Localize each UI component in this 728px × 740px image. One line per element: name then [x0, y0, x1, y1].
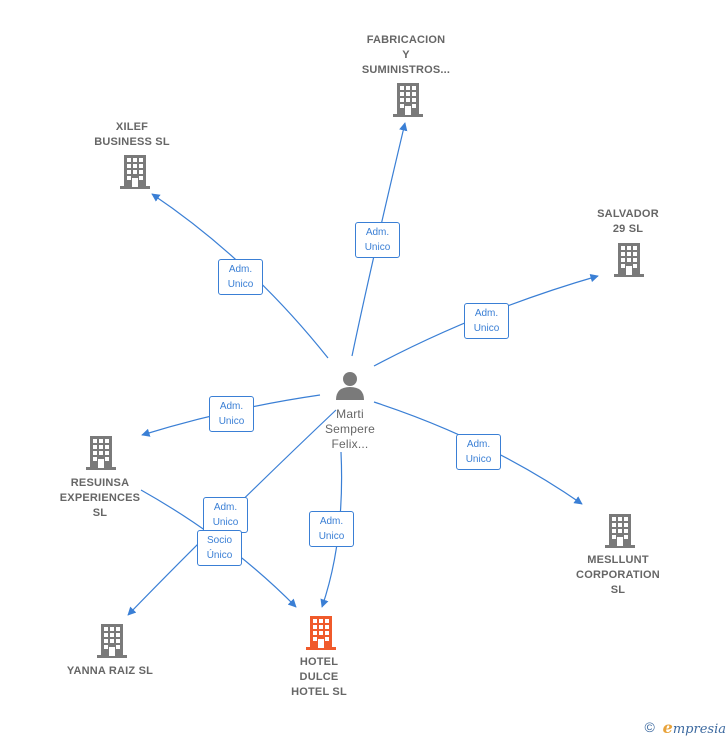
person-icon[interactable]	[336, 372, 364, 400]
company-name-resuinsa[interactable]: RESUINSA EXPERIENCES SL	[59, 477, 141, 519]
footer: © empresia	[642, 718, 727, 737]
relation-label[interactable]: Adm. Unico	[309, 511, 354, 547]
company-name-salvador[interactable]: SALVADOR 29 SL	[597, 208, 659, 235]
relation-label[interactable]: Adm. Unico	[464, 303, 509, 339]
relation-label[interactable]: Adm. Unico	[203, 497, 248, 533]
company-building-icon[interactable]	[97, 624, 127, 658]
company-name-meslunt[interactable]: MESLLUNT CORPORATION SL	[576, 554, 660, 596]
company-name-yanna[interactable]: YANNA RAIZ SL	[66, 665, 154, 677]
company-building-icon[interactable]	[393, 83, 423, 117]
company-name-fabricacion[interactable]: FABRICACION Y SUMINISTROS...	[361, 34, 451, 76]
brand-logo[interactable]: empresia	[663, 718, 726, 737]
brand-name: mpresia	[672, 721, 726, 737]
company-building-icon[interactable]	[306, 616, 336, 650]
company-name-hotel[interactable]: HOTEL DULCE HOTEL SL	[291, 656, 347, 698]
company-name-xilef[interactable]: XILEF BUSINESS SL	[94, 121, 170, 148]
relation-label[interactable]: Socio Único	[197, 530, 242, 566]
relation-label[interactable]: Adm. Unico	[209, 396, 254, 432]
company-building-icon[interactable]	[120, 155, 150, 189]
brand-initial: e	[662, 717, 673, 737]
relation-label[interactable]: Adm. Unico	[355, 222, 400, 258]
company-building-icon[interactable]	[605, 514, 635, 548]
relation-label[interactable]: Adm. Unico	[456, 434, 501, 470]
copyright-icon: ©	[644, 719, 655, 735]
company-building-icon[interactable]	[614, 243, 644, 277]
person-name[interactable]: Marti Sempere Felix...	[324, 407, 376, 451]
relation-label[interactable]: Adm. Unico	[218, 259, 263, 295]
company-building-icon[interactable]	[86, 436, 116, 470]
